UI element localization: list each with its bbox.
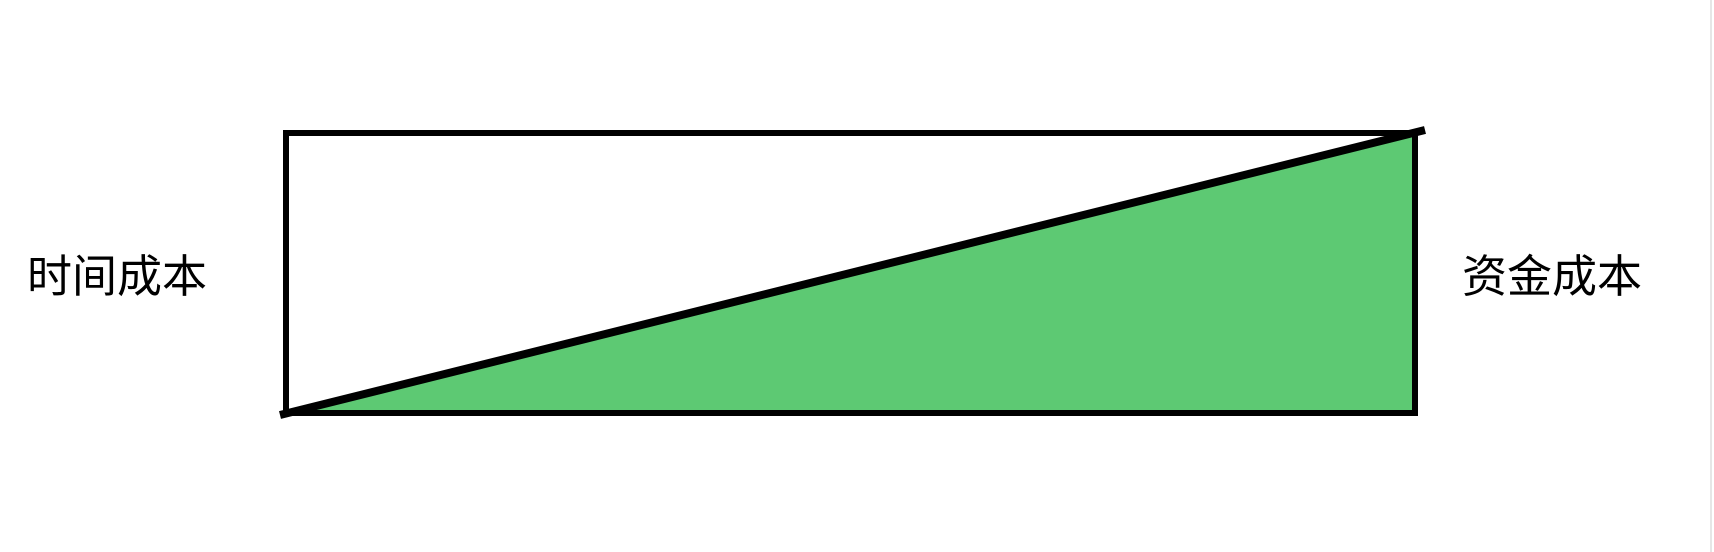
diagonal-line xyxy=(279,126,1426,419)
frame-rectangle xyxy=(283,130,1418,416)
right-edge-divider xyxy=(1710,0,1712,552)
time-cost-label: 时间成本 xyxy=(27,250,208,303)
fund-cost-label: 资金成本 xyxy=(1462,250,1643,303)
